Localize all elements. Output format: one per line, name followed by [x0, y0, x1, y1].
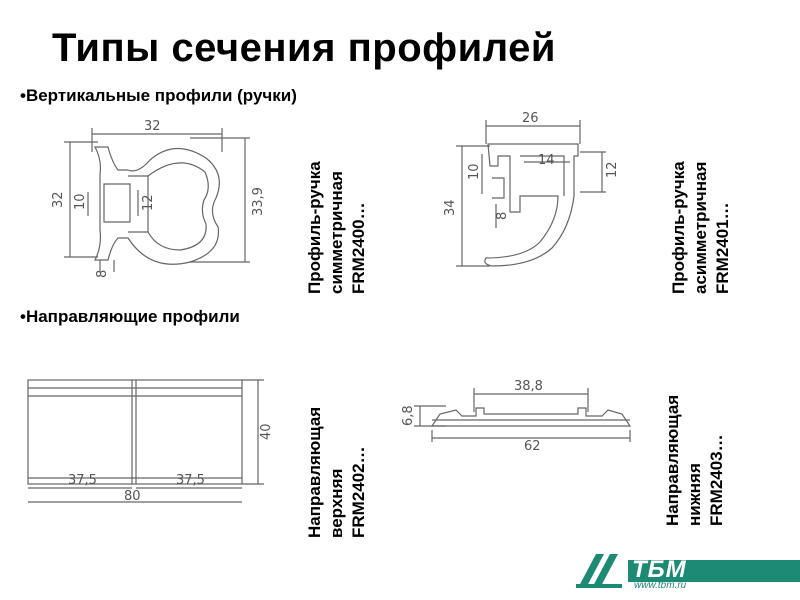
- dim-p3-w: 80: [124, 489, 141, 504]
- tbm-logo: ТБМ www.tbm.ru: [574, 550, 800, 592]
- dim-p3-w1: 37,5: [68, 473, 97, 488]
- dim-p2-h: 34: [443, 199, 458, 216]
- guide-label-lower: Направляющая нижняя FRM2403…: [663, 394, 726, 526]
- dim-p1-h2: 10: [73, 193, 88, 210]
- dim-p1-h4: 33,9: [251, 187, 266, 216]
- dim-p2-h2: 10: [467, 163, 482, 180]
- dim-p2-h3: 12: [605, 161, 620, 178]
- dim-p4-h: 6,8: [401, 405, 416, 426]
- tbm-logo-url: www.tbm.ru: [634, 580, 687, 591]
- section-guides-heading: •Направляющие профили: [20, 307, 240, 326]
- dim-p3-h: 40: [259, 423, 272, 440]
- tbm-logo-icon: [576, 554, 622, 588]
- dim-p3-w2: 37,5: [176, 473, 205, 488]
- dim-p2-w: 26: [522, 111, 539, 126]
- guide-label-upper: Направляющая верхняя FRM2402…: [305, 406, 368, 538]
- section-vertical-heading: •Вертикальные профили (ручки): [20, 86, 297, 105]
- profile-drawing-asymmetric: 26 14 34 10 12 8: [443, 111, 620, 267]
- dim-p1-h: 32: [51, 191, 66, 208]
- dim-p1-h3: 12: [141, 194, 156, 211]
- tbm-logo-text: ТБМ: [632, 556, 687, 583]
- dim-p4-w: 38,8: [514, 379, 543, 394]
- dim-p2-h4: 8: [495, 212, 510, 220]
- guide-drawing-upper: 40 37,5 37,5 80: [27, 379, 272, 504]
- page-title: Типы сечения профилей: [52, 26, 556, 70]
- dim-p4-w2: 62: [524, 439, 541, 452]
- tbm-logo-bar: [628, 560, 800, 582]
- profile-label-symmetric: Профиль-ручка симметричная FRM2400…: [305, 161, 368, 294]
- dim-p2-w2: 14: [538, 153, 555, 168]
- dim-p1-b: 8: [95, 270, 110, 278]
- dim-p1-w: 32: [144, 119, 161, 134]
- guide-drawing-lower: 38,8 6,8 62: [401, 379, 632, 452]
- profile-drawing-symmetric: 32 32 10 12 33,9 8: [51, 119, 266, 278]
- profile-label-asymmetric: Профиль-ручка асимметричная FRM2401…: [669, 161, 732, 294]
